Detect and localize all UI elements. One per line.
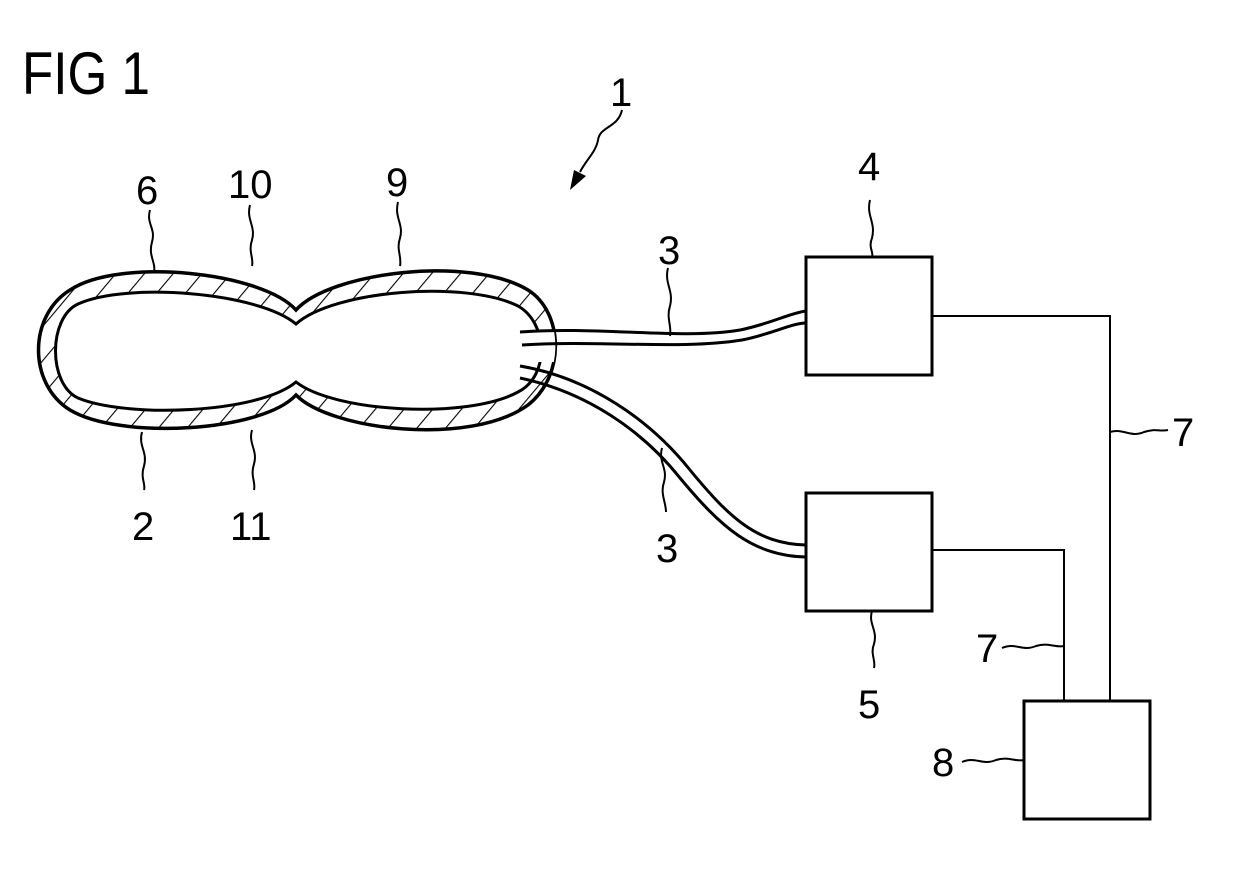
connection-right xyxy=(932,316,1110,701)
label-control-unit: 8 xyxy=(932,741,954,785)
label-unit-lower: 5 xyxy=(858,683,880,727)
unit-5-box xyxy=(806,493,932,611)
label-unit-upper: 4 xyxy=(858,145,880,189)
housing-shape xyxy=(39,271,559,430)
leader-lines xyxy=(141,200,1168,762)
label-system: 1 xyxy=(610,71,632,115)
label-interior: 6 xyxy=(136,169,158,213)
label-connection-right: 7 xyxy=(1172,411,1194,455)
figure-title: FIG 1 xyxy=(22,40,150,107)
label-line-lower: 3 xyxy=(656,527,678,571)
label-line-upper: 3 xyxy=(658,229,680,273)
connection-left xyxy=(932,550,1064,701)
line-upper xyxy=(520,311,806,345)
label-housing: 2 xyxy=(132,505,154,549)
label-section-top-left: 10 xyxy=(228,163,273,207)
control-unit-8-box xyxy=(1024,701,1150,819)
system-arrow xyxy=(570,110,622,190)
unit-4-box xyxy=(806,257,932,375)
label-section-bottom-left: 11 xyxy=(230,505,272,549)
label-section-right: 9 xyxy=(386,161,408,205)
label-connection-left: 7 xyxy=(976,627,998,671)
